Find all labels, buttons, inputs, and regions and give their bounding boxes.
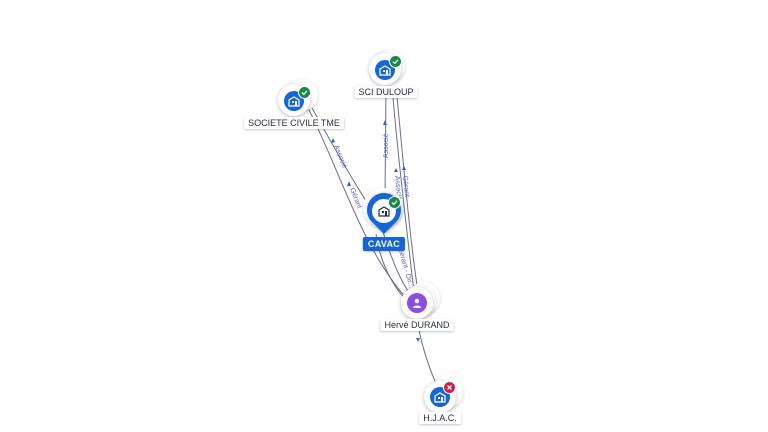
node-label-herve-durand: Hervé DURAND xyxy=(380,319,454,331)
edge-duloup-herve-2[interactable] xyxy=(395,85,419,293)
node-label-sci-duloup: SCI DULOUP xyxy=(354,86,418,98)
node-label-hjac: H.J.A.C. xyxy=(419,412,461,424)
edge-label-duloup-herve-2: Associé xyxy=(393,175,403,200)
arrow-head xyxy=(394,168,398,172)
edge-label-tme-herve: Gérant xyxy=(348,187,363,210)
arrow-head xyxy=(416,338,420,342)
edge-duloup-cavac[interactable] xyxy=(384,85,387,199)
closed-status-badge xyxy=(443,381,456,394)
check-icon xyxy=(301,90,308,96)
arrow-head xyxy=(402,166,406,170)
building-icon xyxy=(288,96,300,107)
building-icon xyxy=(379,65,391,76)
person-icon-circle xyxy=(407,293,427,313)
building-icon xyxy=(434,392,446,403)
edge-label-duloup-cavac: Associé xyxy=(383,133,390,158)
arrow-head xyxy=(347,181,351,186)
active-status-badge xyxy=(389,55,402,68)
check-icon xyxy=(392,59,399,65)
person-icon xyxy=(412,298,422,308)
building-icon xyxy=(378,206,390,217)
close-icon xyxy=(447,385,452,390)
active-status-badge xyxy=(388,196,401,209)
node-label-cavac: CAVAC xyxy=(362,237,406,251)
edge-duloup-herve-1[interactable] xyxy=(391,85,415,293)
check-icon xyxy=(391,200,398,206)
node-label-societe-civile-tme: SOCIETE CIVILE TME xyxy=(244,117,344,129)
arrow-head xyxy=(331,138,335,143)
edge-label-duloup-herve-1: Gérant xyxy=(401,175,410,197)
arrow-head xyxy=(383,120,387,125)
edge-tme-herve[interactable] xyxy=(307,107,409,301)
active-status-badge xyxy=(298,86,311,99)
